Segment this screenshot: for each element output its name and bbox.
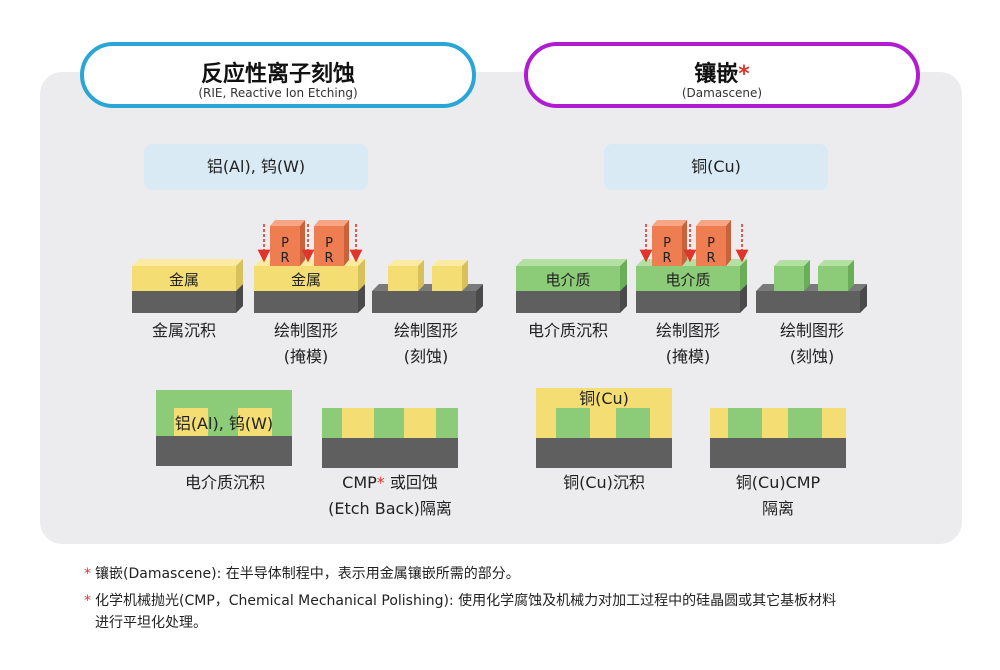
svg-text:R: R <box>280 251 289 266</box>
damascene-step3-etch <box>756 260 867 313</box>
rie-step2-mask: 金属 P R P R <box>254 220 365 313</box>
damascene-caption-4: 铜(Cu)沉积 <box>563 473 645 492</box>
rie-title: 反应性离子刻蚀 <box>200 62 355 87</box>
damascene-step1-label: 电介质 <box>545 271 590 289</box>
damascene-step5-cmp <box>710 408 846 468</box>
damascene-step4-copper: 铜(Cu) <box>536 388 672 468</box>
rie-step2-label: 金属 <box>291 271 321 289</box>
damascene-star: * <box>738 62 750 87</box>
damascene-title: 镶嵌* <box>694 62 750 87</box>
rie-pr1-text: P <box>281 236 289 251</box>
damascene-step4-label: 铜(Cu) <box>579 389 629 408</box>
rie-metal-box: 铝(Al), 钨(W) <box>144 144 368 190</box>
rie-caption-5: CMP* 或回蚀 (Etch Back)隔离 <box>328 473 452 518</box>
rie-subtitle: (RIE, Reactive Ion Etching) <box>198 86 358 100</box>
rie-pr2-text: P <box>325 236 333 251</box>
damascene-metal-box: 铜(Cu) <box>604 144 828 190</box>
footnote-cmp: *化学机械抛光(CMP，Chemical Mechanical Polishin… <box>84 593 837 609</box>
damascene-step2-mask: 电介质 P R P R <box>636 220 749 313</box>
damascene-caption-2: 绘制图形(掩模) <box>655 321 720 366</box>
damascene-subtitle: (Damascene) <box>681 86 763 100</box>
footnote-damascene: *镶嵌(Damascene): 在半导体制程中，表示用金属镶嵌所需的部分。 <box>84 566 520 582</box>
rie-caption-2: 绘制图形(掩模) <box>273 321 338 366</box>
damascene-caption-3: 绘制图形(刻蚀) <box>779 321 844 366</box>
rie-step3-etch <box>372 260 483 313</box>
rie-step1-label: 金属 <box>169 271 199 289</box>
svg-text:R: R <box>324 251 333 266</box>
rie-caption-3: 绘制图形(刻蚀) <box>393 321 458 366</box>
svg-text:R: R <box>662 251 671 266</box>
damascene-step2-label: 电介质 <box>665 271 710 289</box>
damascene-caption-1: 电介质沉积 <box>527 321 608 340</box>
rie-caption-1: 金属沉积 <box>151 321 216 340</box>
footnote-cmp-cont: 进行平坦化处理。 <box>95 615 207 631</box>
rie-step1-metal-deposition: 金属 <box>132 259 243 313</box>
rie-caption-4: 电介质沉积 <box>184 473 265 492</box>
rie-step4-dielectric: 铝(Al), 钨(W) <box>156 390 292 466</box>
damascene-step1-dielectric: 电介质 <box>516 259 627 313</box>
rie-step4-label: 铝(Al), 钨(W) <box>175 414 273 433</box>
rie-step5-cmp <box>322 408 458 468</box>
svg-text:R: R <box>706 251 715 266</box>
svg-text:P: P <box>663 236 671 251</box>
svg-text:P: P <box>707 236 715 251</box>
rie-header: 反应性离子刻蚀 (RIE, Reactive Ion Etching) <box>80 42 476 108</box>
damascene-header: 镶嵌* (Damascene) <box>524 42 920 108</box>
